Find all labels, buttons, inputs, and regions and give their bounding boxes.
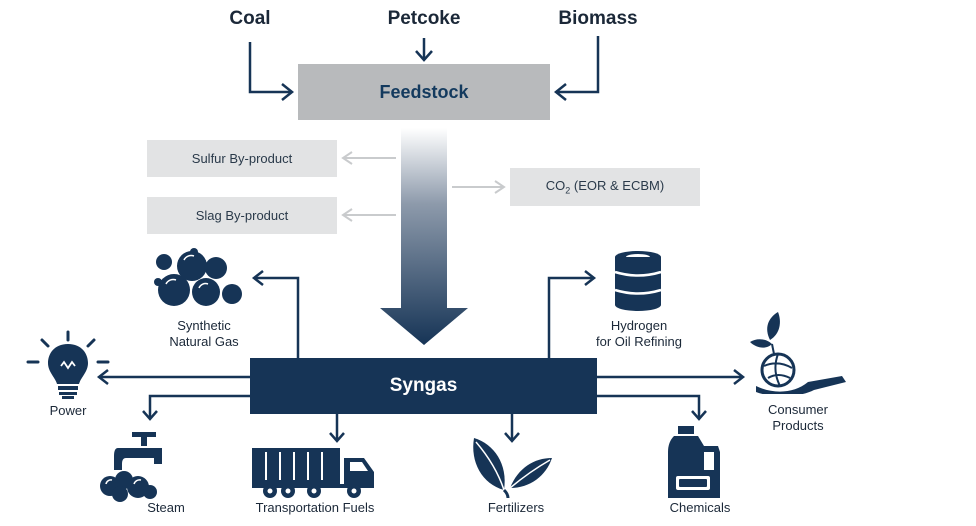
feedstock-box: Feedstock [298,64,550,120]
globe-hand-icon [750,312,846,394]
power-label: Power [49,403,87,418]
coal-connector [248,42,295,101]
transportation-fuels-label: Transportation Fuels [255,500,375,515]
co2-box: CO2 (EOR & ECBM) [510,168,700,206]
biomass-connector [553,36,600,101]
co2-main: CO [545,178,566,194]
sng-line1: Synthetic [177,318,231,333]
byproduct-connectors [341,151,506,222]
syngas-output-connectors [96,270,746,443]
chemicals-label: Chemicals [669,500,731,515]
sulfur-byproduct-box: Sulfur By-product [147,140,337,177]
fertilizers-label: Fertilizers [487,500,545,515]
plant-leaves-icon [473,438,552,498]
steam-label: Steam [147,500,185,515]
syngas-box: Syngas [250,358,597,414]
consumer-line2: Products [772,418,824,433]
slag-byproduct-box: Slag By-product [147,197,337,234]
steam-faucet-icon [100,432,162,502]
syngas-label: Syngas [389,375,458,396]
light-bulb-icon [26,330,110,399]
hydrogen-label: Hydrogen for Oil Refining [559,318,719,350]
hydrogen-line2: for Oil Refining [596,334,682,349]
sulfur-byproduct-label: Sulfur By-product [191,151,293,166]
gas-bubbles-icon [154,248,242,306]
source-biomass: Biomass [558,8,638,29]
consumer-products-label: Consumer Products [718,402,878,434]
source-coal: Coal [229,8,271,29]
synthetic-natural-gas-label: Synthetic Natural Gas [124,318,284,350]
sng-line2: Natural Gas [169,334,239,349]
hydrogen-line1: Hydrogen [610,318,668,333]
co2-label: CO2 (EOR & ECBM) [546,178,664,196]
co2-subscript: 2 [565,185,571,196]
petcoke-connector [415,38,433,62]
oil-barrel-icon [614,251,662,311]
slag-byproduct-label: Slag By-product [195,208,289,223]
truck-icon [252,448,374,498]
source-petcoke: Petcoke [387,8,461,29]
feedstock-label: Feedstock [379,81,469,102]
consumer-line1: Consumer [768,402,828,417]
feed-to-syngas-arrow [380,128,468,345]
co2-rest: (EOR & ECBM) [570,178,665,194]
chemical-bottle-icon [668,426,720,498]
